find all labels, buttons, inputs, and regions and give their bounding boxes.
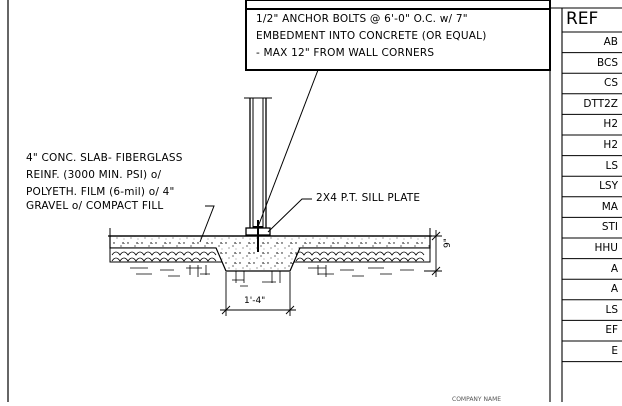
gravel-layer-right [293, 247, 431, 263]
footing-width-dimension-lines [220, 272, 296, 316]
footer-company-name: COMPANY NAME [452, 396, 502, 403]
reference-table-cell: A [610, 262, 618, 275]
reference-table-cell: LS [605, 159, 618, 172]
reference-table-cell: E [611, 345, 618, 357]
slab-depth-dimension-lines [424, 230, 442, 277]
footing-ticks [235, 271, 281, 283]
reference-table-cell: DTT2Z [583, 97, 618, 110]
slab-leader [199, 205, 215, 243]
reference-table-cell: LSY [599, 180, 618, 193]
reference-table-cell: BCS [596, 56, 618, 69]
reference-table-cell: LS [605, 303, 618, 316]
slab-depth-label: 9" [443, 238, 453, 248]
reference-table-cell: H2 [603, 139, 618, 151]
footing-width-label: 1'-4" [244, 296, 266, 306]
reference-table-cell: CS [604, 77, 618, 90]
anchor-bolt-leader [255, 69, 319, 233]
reference-table-cell: AB [603, 36, 618, 48]
slab-note-line-4: GRAVEL o/ COMPACT FILL [26, 200, 164, 212]
slab-note-line-1: 4" CONC. SLAB- FIBERGLASS [26, 152, 183, 164]
reference-table-cell: MA [601, 200, 618, 213]
anchor-bolt-note-line-3: - MAX 12" FROM WALL CORNERS [256, 47, 435, 59]
gravel-scallops-left [111, 251, 217, 262]
sill-plate-leader [267, 198, 312, 233]
sill-plate-note: 2X4 P.T. SILL PLATE [316, 192, 421, 204]
anchor-bolt-note-line-1: 1/2" ANCHOR BOLTS @ 6'-0" O.C. w/ 7" [256, 13, 468, 25]
reference-table-cell: A [610, 283, 618, 296]
slab-note-line-2: REINF. (3000 MIN. PSI) o/ [26, 169, 162, 181]
reference-table-cell: H2 [603, 118, 618, 131]
anchor-bolt-note-line-2: EMBEDMENT INTO CONCRETE (OR EQUAL) [256, 30, 487, 42]
reference-table-cell: HHU [594, 242, 618, 254]
reference-table-row-lines [562, 52, 622, 363]
slab-note-line-3: POLYETH. FILM (6-mil) o/ 4" [26, 186, 175, 198]
reference-table-cell: STI [601, 221, 618, 234]
reference-table-cell: EF [605, 324, 618, 337]
gravel-scallops-right [295, 251, 425, 262]
reference-table-header: REF [566, 9, 599, 29]
soil-hatch [130, 265, 414, 287]
